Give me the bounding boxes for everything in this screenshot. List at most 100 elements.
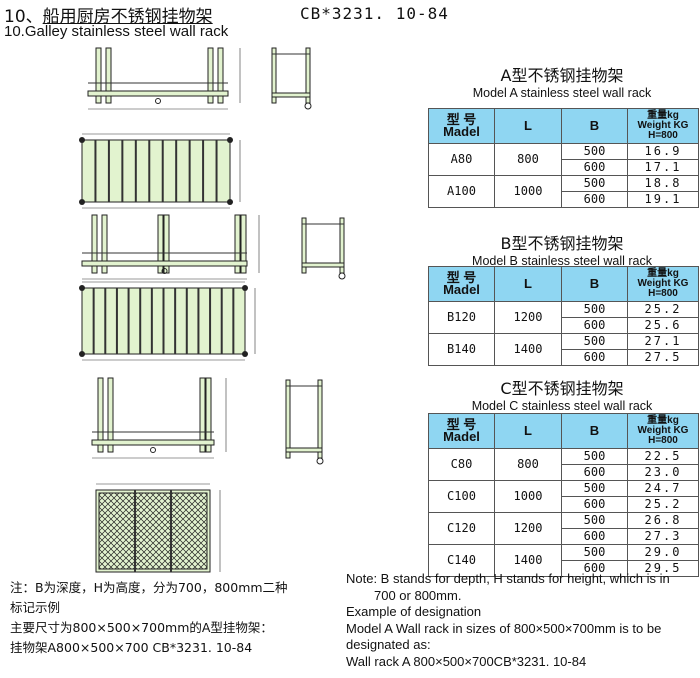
cell-weight: 22.5 (627, 448, 699, 465)
cell-l: 800 (494, 143, 562, 176)
header-l: L (494, 108, 562, 144)
front-b-hook-icon (161, 268, 168, 274)
front-a-post (217, 47, 224, 104)
cell-weight: 25.6 (627, 317, 699, 334)
header-l: L (494, 413, 562, 449)
cell-weight: 23.0 (627, 464, 699, 481)
notes-en: Note: B stands for depth, H stands for h… (346, 571, 670, 670)
notes-cn: 注：B为深度，H为高度，分为700，800mm二种 标记示例 主要尺寸为800×… (10, 578, 288, 658)
cell-b: 600 (561, 464, 628, 481)
front-c-post (97, 377, 104, 453)
front-b-post (157, 214, 164, 274)
front-c-post (199, 377, 206, 453)
cell-model: C100 (428, 480, 495, 513)
front-b-post (240, 214, 247, 274)
cell-weight: 24.7 (627, 480, 699, 497)
front-b-post (234, 214, 241, 274)
header-b: B (561, 108, 628, 144)
title-number: 10、 (4, 7, 43, 27)
header-weight-h: H=800 (648, 130, 678, 141)
header-l: L (494, 266, 562, 302)
cell-model: B120 (428, 301, 495, 334)
front-c-bar (91, 439, 215, 446)
cell-model: C140 (428, 544, 495, 577)
header-weight-en: Weight KG (637, 278, 689, 289)
cell-model: A80 (428, 143, 495, 176)
front-a-bar (87, 90, 229, 97)
top-a-bolt-icon (227, 199, 233, 205)
note-line: Model A Wall rack in sizes of 800×500×70… (346, 620, 662, 636)
technical-drawings (79, 47, 346, 573)
cell-l: 1200 (494, 301, 562, 334)
header-model-cn: 型 号 (446, 270, 477, 285)
table-title-cn: B型不锈钢挂物架 (500, 234, 624, 253)
header-model-en: Madel (443, 429, 480, 444)
front-c-hook-icon (150, 447, 156, 453)
top-b-bolt-icon (242, 351, 248, 357)
cell-weight: 29.5 (627, 560, 699, 577)
cell-weight: 27.3 (627, 528, 699, 545)
header-weight-en: Weight KG (637, 425, 689, 436)
top-b-bolt-icon (242, 285, 248, 291)
cell-weight: 29.0 (627, 544, 699, 561)
cell-weight: 27.5 (627, 349, 699, 366)
cell-b: 500 (561, 544, 628, 561)
top-b-bolt-icon (79, 285, 85, 291)
top-a-bolt-icon (79, 137, 85, 143)
cell-b: 500 (561, 333, 628, 350)
header-weight-h: H=800 (648, 435, 678, 446)
cell-b: 600 (561, 159, 628, 176)
header-model-cn: 型 号 (446, 417, 477, 432)
side-a-bar (271, 92, 311, 98)
front-a-post (207, 47, 214, 104)
top-a-bolt-icon (79, 199, 85, 205)
front-a-hook-icon (155, 98, 161, 104)
cell-b: 600 (561, 349, 628, 366)
cell-weight: 16.9 (627, 143, 699, 160)
title-cn: 10、船用厨房不锈钢挂物架 (4, 2, 213, 27)
cell-model: C120 (428, 512, 495, 545)
header-weight-cn: 重量kg (647, 110, 679, 121)
cell-b: 500 (561, 143, 628, 160)
front-b-bar (81, 260, 248, 267)
note-line: 700 or 800mm. (374, 587, 462, 603)
cell-b: 500 (561, 480, 628, 497)
note-line: Wall rack A 800×500×700CB*3231. 10-84 (346, 653, 587, 669)
header-b: B (561, 413, 628, 449)
front-c-post (107, 377, 114, 453)
note-line: designated as: (346, 637, 431, 652)
header-model-en: Madel (443, 282, 480, 297)
cell-b: 500 (561, 512, 628, 529)
table-title-en: Model B stainless steel wall rack (472, 254, 652, 268)
cell-weight: 26.8 (627, 512, 699, 529)
cell-model: A100 (428, 175, 495, 208)
cell-l: 1000 (494, 175, 562, 208)
cell-weight: 27.1 (627, 333, 699, 350)
side-c-post (317, 379, 323, 459)
top-a-bolt-icon (227, 137, 233, 143)
cell-weight: 19.1 (627, 191, 699, 208)
cell-b: 600 (561, 560, 628, 577)
cell-weight: 25.2 (627, 301, 699, 318)
front-b-post (101, 214, 108, 274)
standard-code: CB*3231. 10-84 (300, 4, 449, 23)
front-b-post (91, 214, 98, 274)
cell-b: 600 (561, 317, 628, 334)
cell-b: 600 (561, 528, 628, 545)
title-cn-text: 船用厨房不锈钢挂物架 (42, 7, 213, 27)
